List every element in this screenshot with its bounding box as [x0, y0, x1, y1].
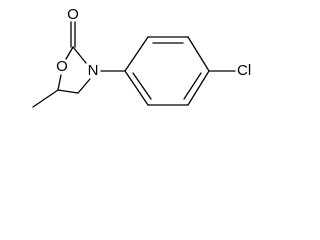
atom-label-ring-nitrogen: N	[88, 62, 99, 79]
bond-c2-n3	[72, 46, 87, 64]
bond-c4-c5	[57, 89, 79, 94]
atom-label-carbonyl-oxygen: O	[67, 6, 79, 23]
bond-ar3-ar4	[187, 36, 210, 72]
chemical-structure: O O N Cl	[32, 6, 251, 108]
atom-label-chlorine: Cl	[237, 62, 251, 79]
bond-n3-c4	[77, 78, 91, 94]
bond-ar1-ar2	[124, 36, 149, 72]
bond-ar6-ar1	[124, 70, 149, 106]
bond-ar4-ar5	[187, 70, 210, 106]
atom-label-ring-oxygen: O	[56, 58, 68, 75]
bond-c2-o1	[65, 46, 74, 60]
bond-c5-methyl	[32, 89, 59, 108]
bond-ar-inner-left	[132, 72, 152, 100]
bond-c5-o1	[57, 74, 62, 91]
bond-ar-inner-right	[183, 72, 202, 100]
